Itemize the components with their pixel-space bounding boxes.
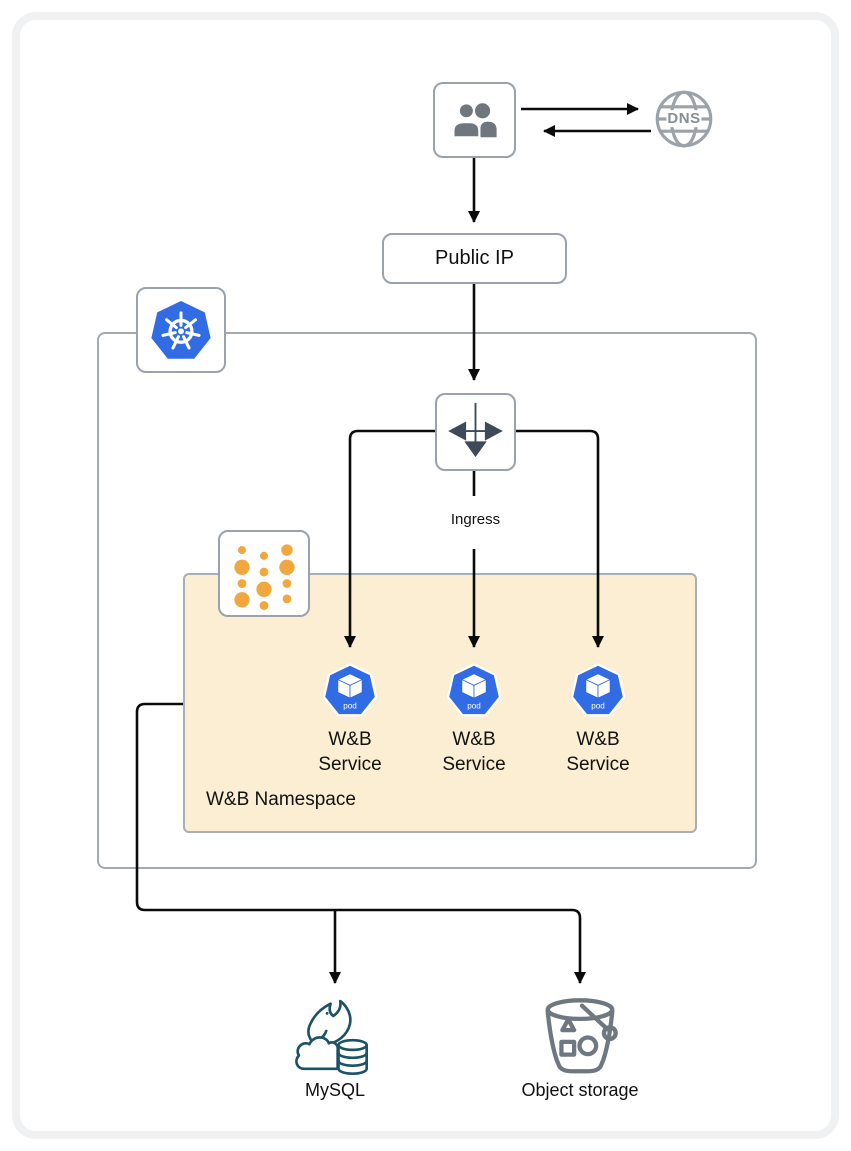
ingress-node (435, 393, 516, 471)
pod-badge: pod (343, 702, 357, 711)
namespace-badge-node (218, 530, 310, 617)
pod-icon: pod (446, 663, 502, 717)
users-icon (451, 102, 497, 139)
pod-label: W&B Service (318, 729, 382, 775)
namespace-label: W&B Namespace (206, 789, 356, 810)
kubernetes-node (136, 287, 226, 373)
dns-node: DNS (654, 89, 714, 149)
public-ip-node: Public IP (382, 233, 567, 284)
dns-label: DNS (666, 110, 702, 128)
pod-node-2: pod (445, 661, 503, 719)
kubernetes-icon (151, 300, 211, 359)
ingress-icon (448, 402, 503, 458)
pod-label: W&B Service (442, 729, 506, 775)
namespace-dots-icon (234, 544, 295, 610)
mysql-label: MySQL (304, 1080, 365, 1100)
pod-icon: pod (570, 663, 626, 717)
pod-badge: pod (467, 702, 481, 711)
pod-label: W&B Service (566, 729, 630, 775)
public-ip-label: Public IP (435, 247, 514, 269)
pod-icon: pod (322, 663, 378, 717)
storage-bucket-icon (545, 998, 618, 1074)
pod-node-3: pod (569, 661, 627, 719)
pod-badge: pod (591, 702, 605, 711)
pod-node-1: pod (321, 661, 379, 719)
page-frame (12, 12, 839, 1139)
ingress-label: Ingress (450, 511, 501, 528)
mysql-dolphin-icon (295, 999, 368, 1075)
object-storage-label: Object storage (521, 1080, 639, 1100)
users-node (433, 82, 516, 158)
